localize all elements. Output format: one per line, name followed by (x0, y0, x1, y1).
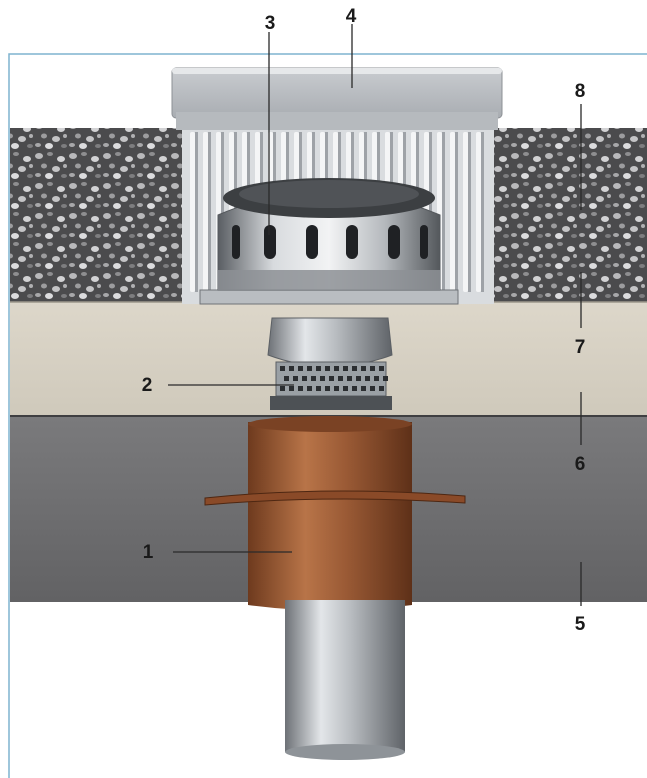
ring-hole (347, 376, 352, 381)
guard-slot-shadow (468, 132, 471, 292)
guard-slot-shadow (195, 132, 198, 292)
ring-hole (316, 386, 321, 391)
ring-hole (280, 386, 285, 391)
ring-hole (365, 376, 370, 381)
outlet-pipe (285, 600, 405, 760)
callout-3: 3 (265, 13, 276, 34)
drain-dome (199, 178, 459, 305)
callout-5: 5 (575, 614, 586, 635)
ring-hole (370, 366, 375, 371)
callout-2: 2 (142, 375, 153, 396)
ring-hole (311, 376, 316, 381)
ring-hole (325, 366, 330, 371)
ring-hole (361, 366, 366, 371)
guard-slot (190, 132, 195, 292)
ring-hole (307, 386, 312, 391)
guard-slot-shadow (481, 132, 484, 292)
guard-slot-shadow (442, 132, 445, 292)
ring-hole (325, 386, 330, 391)
ring-hole (302, 376, 307, 381)
callout-6: 6 (575, 454, 586, 475)
dome-slot (264, 225, 276, 259)
ring-hole (374, 376, 379, 381)
ring-hole (329, 376, 334, 381)
ring-hole (284, 376, 289, 381)
ring-hole (370, 386, 375, 391)
ring-hole (298, 366, 303, 371)
callout-labels: 1 2 3 4 5 6 7 8 (142, 6, 586, 635)
dome-slots (232, 225, 428, 259)
drain-neck (267, 317, 393, 367)
ring-hole (289, 386, 294, 391)
guard-slot (450, 132, 455, 292)
ring-hole (338, 376, 343, 381)
ring-hole (334, 386, 339, 391)
ring-hole (352, 386, 357, 391)
dome-slot (388, 225, 400, 259)
dome-slot (232, 225, 240, 259)
ring-hole (307, 366, 312, 371)
guard-slot-shadow (221, 132, 224, 292)
dome-slot (346, 225, 358, 259)
ring-hole (298, 386, 303, 391)
leader-lines (168, 24, 582, 606)
guard-slot (203, 132, 208, 292)
ring-hole (334, 366, 339, 371)
ring-hole (352, 366, 357, 371)
ring-hole (293, 376, 298, 381)
dome-slot (306, 225, 318, 259)
ring-holes (280, 366, 388, 391)
ring-hole (383, 376, 388, 381)
ring-hole (356, 376, 361, 381)
ring-hole (289, 366, 294, 371)
dome-slot (420, 225, 428, 259)
ring-hole (316, 366, 321, 371)
ring-hole (379, 386, 384, 391)
ring-hole (343, 366, 348, 371)
callout-8: 8 (575, 81, 586, 102)
guard-slot-shadow (455, 132, 458, 292)
ring-hole (320, 376, 325, 381)
copper-sleeve (204, 416, 466, 611)
guard-slot (463, 132, 468, 292)
guard-slot (476, 132, 481, 292)
perforated-ring (270, 361, 392, 410)
callout-4: 4 (346, 6, 357, 27)
guard-slot-shadow (208, 132, 211, 292)
callout-1: 1 (143, 542, 154, 563)
ring-hole (379, 366, 384, 371)
ring-hole (361, 386, 366, 391)
ring-hole (343, 386, 348, 391)
callout-7: 7 (575, 337, 586, 358)
ring-hole (280, 366, 285, 371)
